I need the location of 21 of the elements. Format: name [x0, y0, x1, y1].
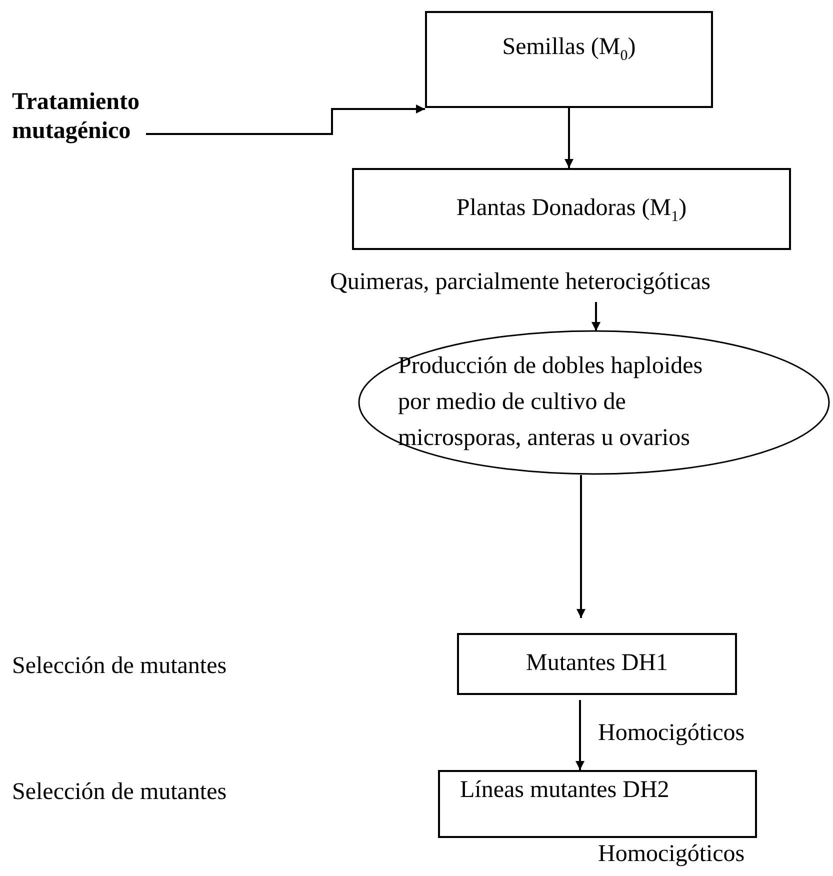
node-label: Semillas (M$_{0}$) [501, 33, 637, 65]
arrow [564, 108, 574, 168]
arrow [576, 475, 586, 618]
process-box [352, 168, 791, 250]
node-label: Producción de dobles haploides por medio de cultivo de microsporas, anteras u ovarios [398, 352, 704, 453]
arrow [146, 104, 425, 135]
annotation-text: Quimeras, parcialmente heterocigóticas [330, 268, 830, 298]
node-label: Mutantes DH1 [525, 649, 669, 678]
arrow [592, 302, 600, 331]
node-label: Líneas mutantes DH2 [460, 776, 670, 805]
process-ellipse [358, 330, 830, 475]
step-label: Selección de mutantes [12, 778, 227, 807]
process-box [457, 633, 737, 695]
process-box [425, 11, 713, 108]
edge-label: Homocigóticos [598, 719, 745, 748]
source-label: Tratamiento mutagénico [12, 88, 142, 148]
node-label: Plantas Donadoras (M$_{1}$) [455, 194, 688, 226]
step-label: Selección de mutantes [12, 652, 227, 681]
arrow [576, 700, 584, 770]
process-box [438, 770, 757, 838]
node-caption: Homocigóticos [598, 840, 745, 869]
